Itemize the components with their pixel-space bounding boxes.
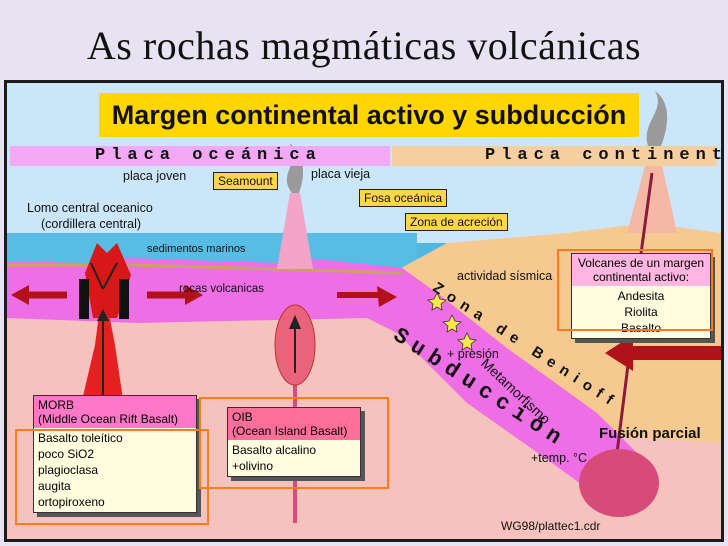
hotspot-arrow-head <box>289 315 301 329</box>
oib-highlight <box>199 397 389 489</box>
zona-acrecion-tag: Zona de acreción <box>405 213 508 231</box>
ridge-arrow-up-head <box>97 309 109 321</box>
temp-label: +temp. °C <box>531 451 588 465</box>
placa-vieja-label: placa vieja <box>311 167 371 181</box>
seamount-tag: Seamount <box>213 172 278 190</box>
oceanic-plate <box>7 258 647 503</box>
morb-box-body: Basalto toleítico poco SiO2 plagioclasa … <box>34 428 196 512</box>
fusion-parcial-label: Fusión parcial <box>599 425 701 442</box>
arrow-right-head <box>185 285 203 305</box>
presion-label: + presión <box>447 347 499 361</box>
continental-volcano-cone <box>627 151 677 233</box>
magma-chamber <box>579 449 659 517</box>
seismic-star <box>442 314 462 333</box>
sediment-layer <box>7 263 403 275</box>
seismic-stars <box>427 292 477 351</box>
oib-item: Basalto alcalino <box>232 443 317 457</box>
slide-title: As rochas magmáticas volcánicas <box>86 23 642 68</box>
plate-oceanic-band <box>10 146 390 166</box>
seamount-cone <box>277 193 313 269</box>
lomo-label: Lomo central oceanico <box>27 201 153 215</box>
morb-item: poco SiO2 <box>38 447 95 461</box>
continental-arrow-head <box>605 335 633 371</box>
morb-box: MORB (Middle Ocean Rift Basalt) Basalto … <box>33 395 197 513</box>
volcanes-title-1: Volcanes de un margen <box>577 256 705 270</box>
ridge-split-arrows <box>90 262 118 290</box>
volcanes-box-head: Volcanes de un margen continental activo… <box>572 254 710 286</box>
oib-item: +olivino <box>232 459 274 473</box>
volcanes-box: Volcanes de un margen continental activo… <box>571 253 711 339</box>
continental-volcano-plume <box>646 91 668 151</box>
arrow-left-head <box>11 285 29 305</box>
placa-joven-label: placa joven <box>123 169 187 183</box>
oib-box: OIB (Ocean Island Basalt) Basalto alcali… <box>227 407 361 477</box>
volcanes-title-2: continental activo: <box>592 270 690 284</box>
actividad-sismica-label: actividad sísmica <box>457 269 553 283</box>
fosa-oceanica-tag: Fosa oceánica <box>359 189 448 207</box>
plate-continental-label: Placa continental <box>485 146 721 165</box>
plate-continental-band <box>392 146 717 166</box>
plate-oceanic-label: Placa oceánica <box>95 146 322 165</box>
oib-title-1: OIB <box>232 410 253 424</box>
oib-box-body: Basalto alcalino +olivino <box>228 440 360 476</box>
morb-item: ortopiroxeno <box>38 495 105 509</box>
morb-box-head: MORB (Middle Ocean Rift Basalt) <box>34 396 196 428</box>
oib-title-2: (Ocean Island Basalt) <box>232 424 348 438</box>
diagram-banner: Margen continental activo y subducción <box>99 93 639 137</box>
volcanes-box-body: Andesita Riolita Basalto <box>572 286 710 338</box>
volcanes-item: Andesita <box>617 289 665 303</box>
morb-title-1: MORB <box>38 398 74 412</box>
volcanes-item: Riolita <box>624 305 658 319</box>
morb-item: augita <box>38 479 71 493</box>
rocas-volcanicas-label: rocas volcanicas <box>179 283 265 295</box>
seismic-star <box>457 332 477 351</box>
oib-box-head: OIB (Ocean Island Basalt) <box>228 408 360 440</box>
morb-item: plagioclasa <box>38 463 99 477</box>
credit-label: WG98/plattec1.cdr <box>501 519 601 533</box>
ridge-wall-left <box>79 279 89 319</box>
diagram-frame: Margen continental activo y subducción P… <box>4 80 724 542</box>
sedimentos-label: sedimentos marinos <box>147 243 246 255</box>
volcanes-item: Basalto <box>620 321 662 335</box>
morb-highlight <box>15 429 209 525</box>
subduction-arrow-head <box>377 286 397 307</box>
cordillera-label: (cordillera central) <box>41 217 142 231</box>
ridge-wall-right <box>119 279 129 319</box>
morb-item: Basalto toleítico <box>38 431 123 445</box>
seismic-star <box>427 292 447 311</box>
volcanes-highlight <box>557 249 713 331</box>
morb-title-2: (Middle Ocean Rift Basalt) <box>38 412 179 426</box>
